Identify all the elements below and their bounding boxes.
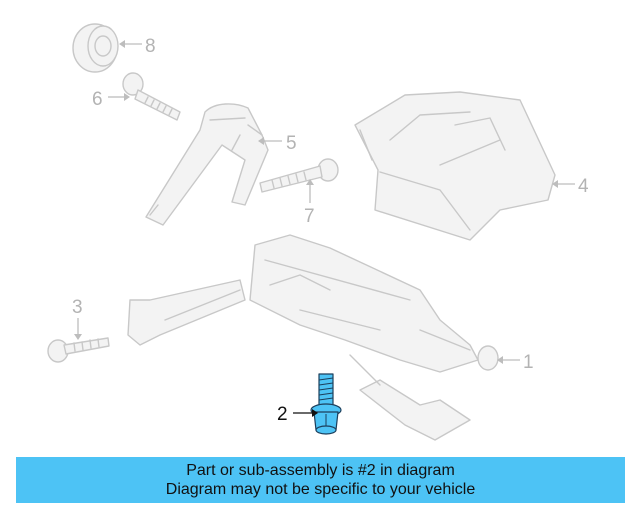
callout-6: 6 <box>92 89 103 110</box>
callout-1: 1 <box>523 352 534 373</box>
part-4-housing <box>354 91 556 241</box>
part-8-grommet <box>72 23 119 73</box>
part-3-bolt <box>47 337 110 363</box>
banner-line-1: Part or sub-assembly is #2 in diagram <box>186 462 455 479</box>
part-2-flange-bolt <box>310 373 342 435</box>
part-5-lever <box>145 103 269 226</box>
banner-line-2: Diagram may not be specific to your vehi… <box>165 481 476 498</box>
part-7-bolt <box>259 158 339 193</box>
callout-5: 5 <box>286 133 297 154</box>
part-1-steering-column <box>127 234 499 441</box>
info-banner: Part or sub-assembly is #2 in diagram Di… <box>16 457 625 503</box>
callout-3: 3 <box>72 297 83 318</box>
callout-7: 7 <box>304 206 315 227</box>
callout-4: 4 <box>578 176 589 197</box>
part-6-bolt <box>122 72 181 121</box>
callout-8: 8 <box>145 36 156 57</box>
callout-2: 2 <box>277 404 288 425</box>
parts-diagram: 8 6 5 7 4 1 3 <box>47 23 589 441</box>
leader-2-arrowhead <box>312 409 318 417</box>
